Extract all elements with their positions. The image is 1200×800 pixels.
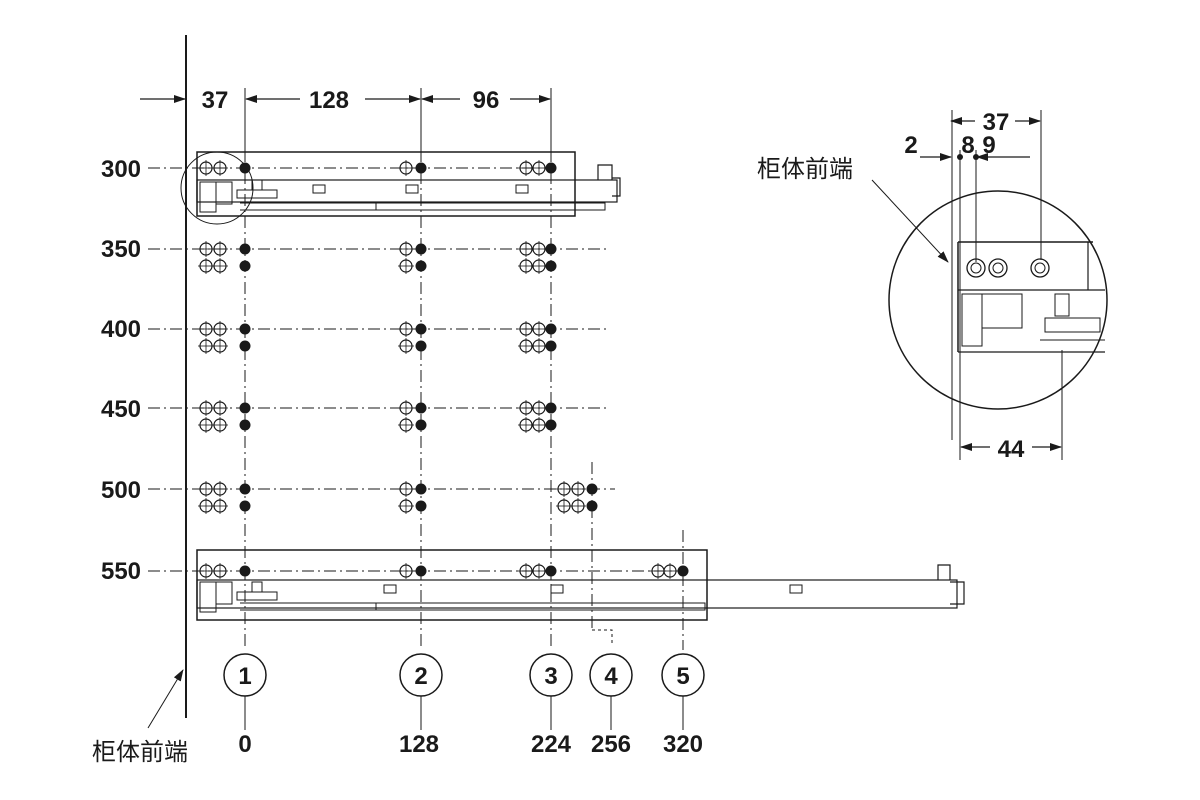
- hole-filled: [239, 402, 251, 414]
- row-label-500: 500: [101, 477, 141, 504]
- row-label-350: 350: [101, 236, 141, 263]
- position-value-256: 256: [591, 731, 631, 758]
- mounting-holes: [148, 160, 690, 579]
- row-label-550: 550: [101, 558, 141, 585]
- hole-filled: [415, 323, 427, 335]
- position-circle-5: [661, 653, 705, 697]
- hole-filled: [239, 500, 251, 512]
- hole-filled: [415, 500, 427, 512]
- position-circle-4: [589, 653, 633, 697]
- dim-128: 128: [309, 87, 349, 114]
- hole-filled: [239, 340, 251, 352]
- hole-filled: [415, 402, 427, 414]
- hole-filled: [415, 419, 427, 431]
- hole-filled: [545, 402, 557, 414]
- hole-filled: [239, 419, 251, 431]
- position-id-1: 1: [238, 663, 251, 690]
- hole-filled: [239, 565, 251, 577]
- hole-filled: [415, 243, 427, 255]
- hole-filled: [239, 162, 251, 174]
- detail-cabinet-front-text: 柜体前端: [757, 155, 853, 183]
- hole-filled: [545, 340, 557, 352]
- dim-96: 96: [473, 87, 500, 114]
- hole-filled: [415, 162, 427, 174]
- vertical-center-lines: [244, 150, 684, 650]
- slide-bottom: [196, 549, 965, 621]
- position-value-224: 224: [531, 731, 572, 758]
- position-id-3: 3: [544, 663, 557, 690]
- position-id-5: 5: [676, 663, 689, 690]
- hole-filled: [239, 243, 251, 255]
- top-dimension-chain: 37 128 96: [140, 87, 552, 160]
- cabinet-front-text: 柜体前端: [92, 738, 188, 766]
- position-value-0: 0: [238, 731, 251, 758]
- hole-filled: [415, 483, 427, 495]
- position-id-4: 4: [604, 663, 618, 690]
- detail-dim-8: 8: [961, 132, 974, 159]
- hole-filled: [239, 483, 251, 495]
- position-circle-1: [223, 653, 267, 697]
- hole-filled: [545, 243, 557, 255]
- row-label-400: 400: [101, 316, 141, 343]
- hole-filled: [545, 565, 557, 577]
- position-markers: 1 2 3 4 5 0 128 224 256 320: [223, 653, 705, 758]
- position-id-2: 2: [414, 663, 427, 690]
- row-height-labels: 300 350 400 450 500 550: [101, 156, 141, 585]
- front-label-bottom: 柜体前端: [92, 669, 188, 766]
- hole-filled: [415, 260, 427, 272]
- hole-filled: [545, 419, 557, 431]
- dim-37: 37: [202, 87, 229, 114]
- detail-view: 37 2 8 9 44 柜体前端: [757, 109, 1108, 463]
- hole-filled: [545, 323, 557, 335]
- position-value-128: 128: [399, 731, 439, 758]
- position-value-320: 320: [663, 731, 703, 758]
- hole-filled: [239, 260, 251, 272]
- detail-dim-44: 44: [998, 436, 1025, 463]
- position-circle-3: [529, 653, 573, 697]
- row-label-300: 300: [101, 156, 141, 183]
- hole-filled: [415, 340, 427, 352]
- detail-dim-9: 9: [982, 132, 995, 159]
- hole-filled: [239, 323, 251, 335]
- detail-dim-37: 37: [983, 109, 1010, 136]
- detail-dim-2: 2: [904, 132, 917, 159]
- hole-filled: [415, 565, 427, 577]
- hole-filled: [545, 260, 557, 272]
- row-label-450: 450: [101, 396, 141, 423]
- hole-filled: [586, 500, 598, 512]
- hole-filled: [545, 162, 557, 174]
- slide-top: [180, 151, 621, 225]
- hole-filled: [677, 565, 689, 577]
- hole-filled: [586, 483, 598, 495]
- position-circle-2: [399, 653, 443, 697]
